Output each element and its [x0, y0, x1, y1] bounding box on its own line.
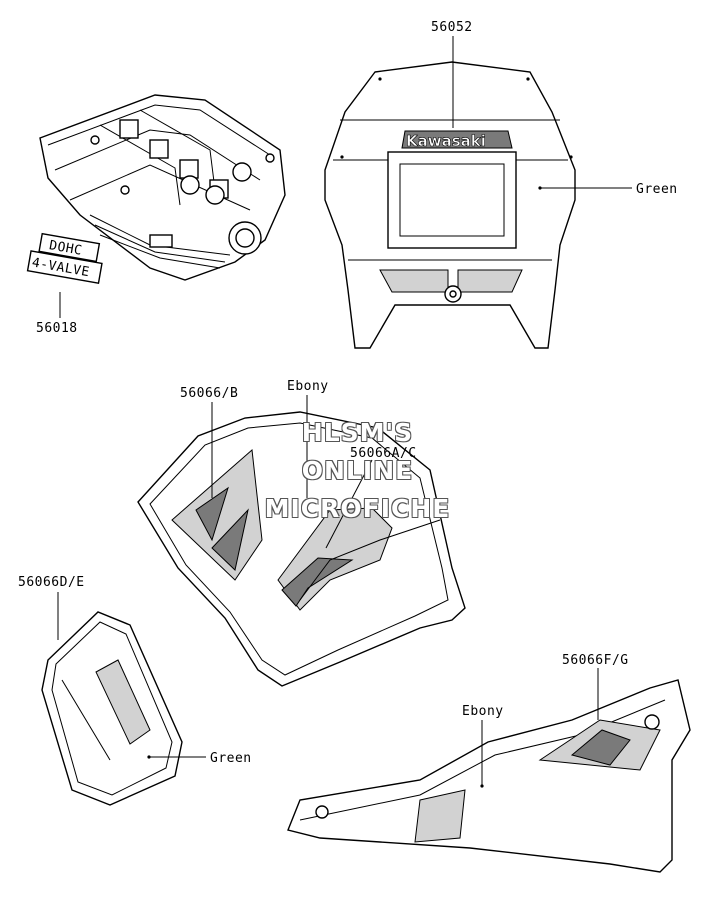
label-green-fairing: Green — [636, 182, 678, 197]
dohc-decal-text: DOHC — [48, 238, 83, 259]
dohc-decal: DOHC 4-VALVE — [26, 232, 103, 284]
kawasaki-logo-text: Kawasaki — [406, 132, 486, 150]
label-56066de: 56066D/E — [18, 575, 85, 590]
label-green-panel: Green — [210, 751, 252, 766]
front-fairing-illustration: Kawasaki — [324, 61, 576, 349]
side-cover-illustration — [287, 679, 691, 873]
label-ebony-cover: Ebony — [462, 704, 504, 719]
watermark-line-3: MICROFICHE — [264, 494, 451, 523]
watermark-line-2: ONLINE — [301, 456, 414, 485]
cylinder-head-illustration — [39, 94, 286, 281]
fuel-tank-illustration — [137, 411, 466, 687]
label-56066b: 56066/B — [180, 386, 238, 401]
leader-56066ac — [325, 459, 373, 549]
label-ebony-tank: Ebony — [287, 379, 329, 394]
label-56066ac: 56066A/C — [350, 446, 417, 461]
watermark-line-1: HLSM'S — [301, 418, 414, 447]
side-panel-illustration — [41, 611, 183, 806]
label-56052: 56052 — [431, 20, 473, 35]
label-56066fg: 56066F/G — [562, 653, 629, 668]
label-56018: 56018 — [36, 321, 78, 336]
